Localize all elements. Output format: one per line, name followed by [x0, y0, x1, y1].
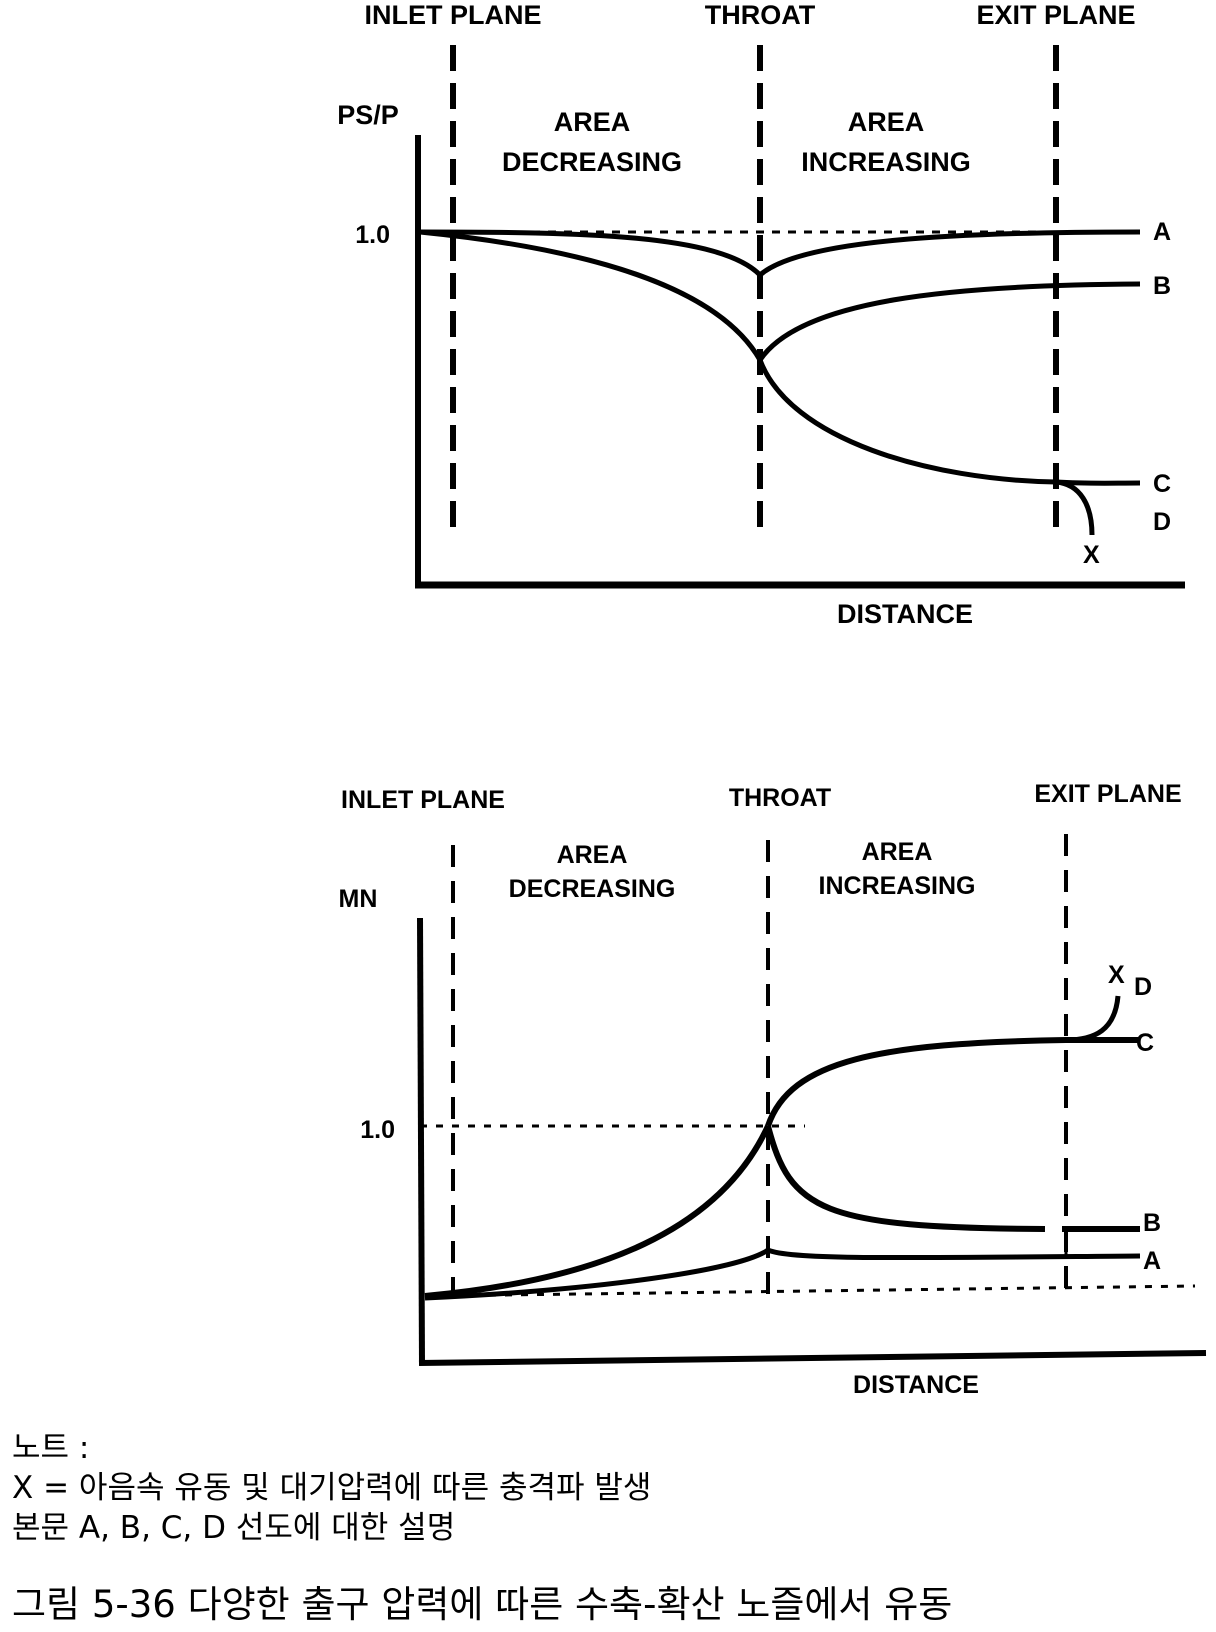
curve-b [765, 1125, 1046, 1232]
region-left-line2: DECREASING [502, 147, 682, 177]
tick-label-1: 1.0 [360, 1116, 395, 1144]
pressure-ratio-diagram: INLET PLANE THROAT EXIT PLANE PS/P AREA … [337, 0, 1185, 629]
curve-c-converging [424, 1124, 771, 1299]
curve-label-x: X [1108, 961, 1125, 989]
y-axis-label: MN [339, 885, 378, 913]
tick-label-1: 1.0 [355, 221, 390, 249]
x-axis-label: DISTANCE [853, 1371, 979, 1399]
curve-d [1065, 995, 1121, 1043]
notes-line-1: X = 아음속 유동 및 대기압력에 따른 충격파 발생 [12, 1470, 652, 1506]
curve-label-a: A [1143, 1247, 1161, 1275]
notes-line-2: 본문 A, B, C, D 선도에 대한 설명 [12, 1510, 456, 1546]
region-right-line2: INCREASING [819, 872, 976, 900]
curve-label-c: C [1136, 1029, 1154, 1057]
curve-c [757, 359, 1141, 486]
curve-label-a: A [1153, 218, 1171, 246]
curve-label-b: B [1153, 272, 1171, 300]
curve-a [419, 229, 1141, 279]
curve-a [424, 1247, 1141, 1301]
exit-plane-header: EXIT PLANE [1034, 780, 1181, 808]
region-right-line1: AREA [862, 838, 933, 866]
curve-c [765, 1036, 1140, 1127]
y-axis-label: PS/P [337, 100, 399, 130]
curve-label-x: X [1083, 541, 1100, 569]
throat-header: THROAT [729, 784, 831, 812]
region-left-line2: DECREASING [509, 875, 676, 903]
throat-header: THROAT [705, 0, 816, 30]
exit-plane-header: EXIT PLANE [976, 0, 1135, 30]
figure-caption: 그림 5-36 다양한 출구 압력에 따른 수축-확산 노즐에서 유동 [12, 1583, 953, 1626]
notes-heading: 노트 : [12, 1430, 90, 1466]
curve-label-d: D [1153, 508, 1171, 536]
inlet-plane-header: INLET PLANE [364, 0, 541, 30]
mach-number-diagram: INLET PLANE THROAT EXIT PLANE MN AREA DE… [339, 780, 1207, 1399]
curve-label-b: B [1143, 1209, 1161, 1237]
base-reference-line [424, 1284, 1196, 1298]
region-right-line2: INCREASING [801, 147, 971, 177]
region-left-line1: AREA [557, 841, 628, 869]
curve-b [419, 229, 1141, 365]
inlet-plane-header: INLET PLANE [341, 786, 505, 814]
y-axis [417, 917, 425, 1366]
curve-d [1055, 479, 1095, 536]
x-axis [418, 1350, 1207, 1366]
x-axis-label: DISTANCE [837, 599, 973, 629]
region-left-line1: AREA [554, 107, 631, 137]
curve-label-c: C [1153, 470, 1171, 498]
curve-label-d: D [1134, 973, 1152, 1001]
region-right-line1: AREA [848, 107, 925, 137]
